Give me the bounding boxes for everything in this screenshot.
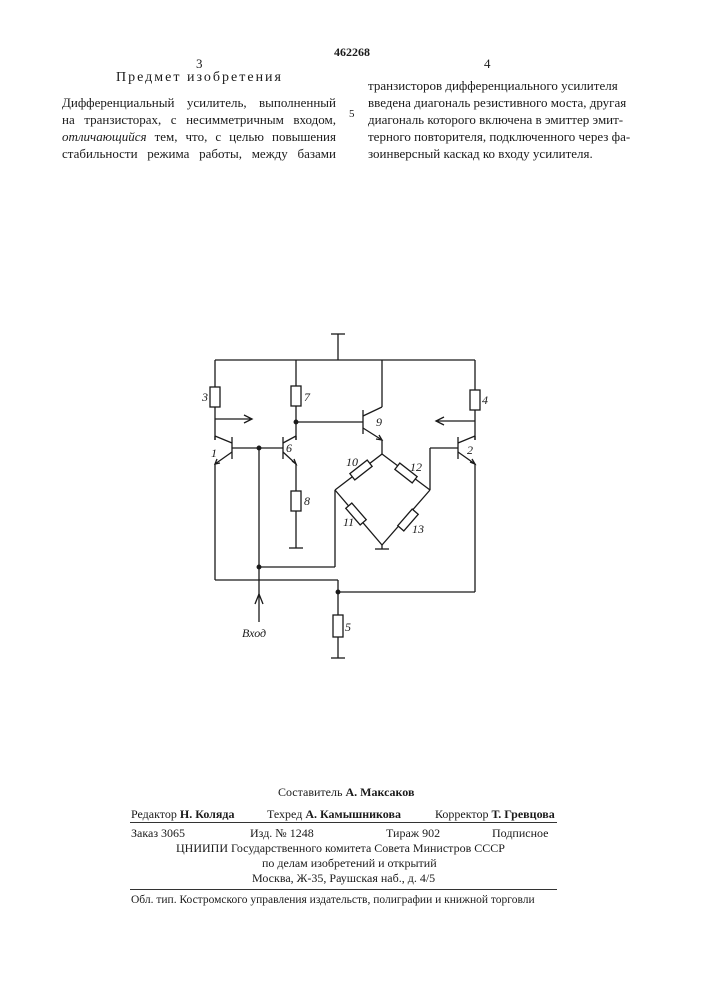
transistor-1 bbox=[215, 436, 259, 580]
compiler-line: Составитель А. Максаков bbox=[278, 785, 415, 800]
label-6: 6 bbox=[286, 441, 292, 455]
compiler-name: А. Максаков bbox=[345, 785, 414, 799]
organization-line-2: по делам изобретений и открытий bbox=[262, 856, 437, 871]
imprint-rule-bottom bbox=[130, 889, 557, 890]
organization-address: Москва, Ж-35, Раушская наб., д. 4/5 bbox=[252, 871, 435, 886]
organization-line-1: ЦНИИПИ Государственного комитета Совета … bbox=[176, 841, 505, 856]
edition-number: Изд. № 1248 bbox=[250, 826, 314, 841]
label-13: 13 bbox=[412, 522, 424, 536]
label-4: 4 bbox=[482, 393, 488, 407]
order-number: Заказ 3065 bbox=[131, 826, 185, 841]
current-arrow-left bbox=[215, 415, 252, 423]
current-arrow-right bbox=[436, 417, 475, 425]
resistor-4 bbox=[470, 360, 480, 440]
resistor-8 bbox=[289, 464, 303, 548]
compiler-label: Составитель bbox=[278, 785, 342, 799]
label-11: 11 bbox=[343, 515, 354, 529]
editor-label: Редактор bbox=[131, 807, 177, 821]
input-label: Вход bbox=[242, 626, 266, 640]
label-12: 12 bbox=[410, 460, 422, 474]
corrector-label: Корректор bbox=[435, 807, 489, 821]
corrector-name: Т. Гревцова bbox=[492, 807, 555, 821]
label-9: 9 bbox=[376, 415, 382, 429]
transistor-9 bbox=[363, 360, 382, 454]
input-line bbox=[255, 448, 263, 622]
node-collector-6 bbox=[294, 420, 298, 424]
techred-label: Техред bbox=[267, 807, 302, 821]
label-5: 5 bbox=[345, 620, 351, 634]
label-2: 2 bbox=[467, 443, 473, 457]
circulation: Тираж 902 bbox=[386, 826, 440, 841]
printer-line: Обл. тип. Костромского управления издате… bbox=[131, 894, 535, 906]
resistor-7 bbox=[291, 360, 301, 440]
corrector-line: Корректор Т. Гревцова bbox=[435, 807, 555, 822]
label-7: 7 bbox=[304, 390, 311, 404]
resistor-5 bbox=[331, 592, 345, 658]
editor-name: Н. Коляда bbox=[180, 807, 235, 821]
editor-line: Редактор Н. Коляда bbox=[131, 807, 234, 822]
imprint-rule-top bbox=[130, 822, 557, 823]
label-10: 10 bbox=[346, 455, 358, 469]
label-3: 3 bbox=[201, 390, 208, 404]
techred-line: Техред А. Камышникова bbox=[267, 807, 401, 822]
label-1: 1 bbox=[211, 446, 217, 460]
transistor-2 bbox=[458, 436, 475, 592]
resistor-3 bbox=[210, 360, 220, 440]
techred-name: А. Камышникова bbox=[305, 807, 401, 821]
label-8: 8 bbox=[304, 494, 310, 508]
subscription: Подписное bbox=[492, 826, 549, 841]
